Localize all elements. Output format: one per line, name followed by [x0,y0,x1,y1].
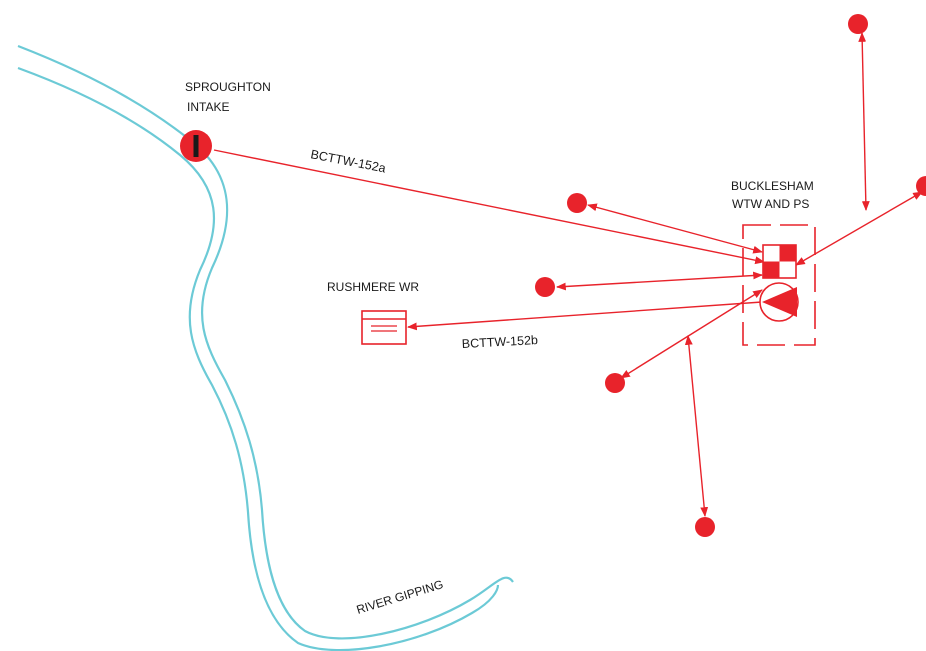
pipe-b-label: BCTTW-152b [461,333,538,351]
nodes [535,14,926,537]
bucklesham-wtw[interactable] [742,224,816,346]
pipe-to-node-1[interactable] [587,203,763,254]
intake-marker [193,135,199,157]
reservoir-label: RUSHMERE WR [327,280,419,294]
intake-label-line2: INTAKE [187,100,229,114]
pump-icon [759,282,799,322]
wtw-label-line2: WTW AND PS [732,197,809,211]
node-1[interactable] [567,193,587,213]
node-2[interactable] [535,277,555,297]
sproughton-intake[interactable] [180,130,212,162]
wtw-boundary [742,224,816,346]
pipe-bcttw-152a[interactable] [213,149,765,265]
river-label: RIVER GIPPING [355,577,445,617]
node-3[interactable] [605,373,625,393]
river-bank-north [17,44,514,640]
pipe-to-node-6[interactable] [684,335,709,517]
intake-label-line1: SPROUGHTON [185,80,271,94]
node-5[interactable] [916,176,926,196]
pipe-to-node-2[interactable] [556,271,763,291]
pipe-to-node-4[interactable] [858,32,870,211]
pipelines [213,32,923,517]
pipe-to-node-5[interactable] [795,191,923,266]
checkerboard-wtw-icon [762,244,797,279]
wtw-label-line1: BUCKLESHAM [731,179,814,193]
river-bank-south [17,66,500,651]
node-4[interactable] [848,14,868,34]
node-6[interactable] [695,517,715,537]
pipe-to-node-3[interactable] [620,289,763,379]
reservoir-icon[interactable] [361,310,407,345]
river-gipping [17,44,514,651]
